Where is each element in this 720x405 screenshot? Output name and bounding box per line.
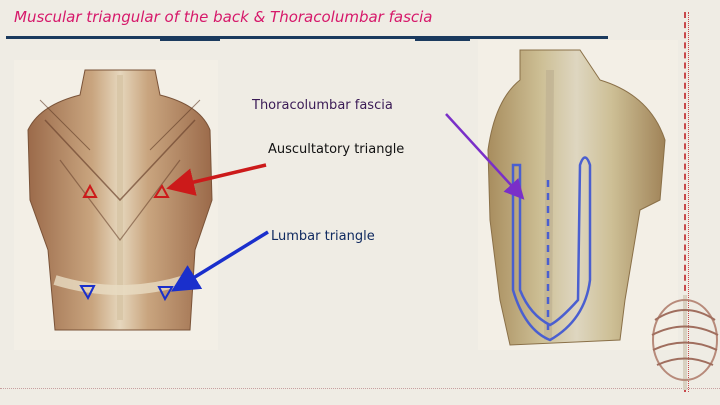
label-thoracolumbar-fascia: Thoracolumbar fascia xyxy=(252,98,393,113)
ribcage-icon xyxy=(651,295,719,390)
back-muscles-illustration xyxy=(14,60,218,350)
slide-title: Muscular triangular of the back & Thorac… xyxy=(14,8,433,26)
deep-back-illustration xyxy=(478,40,678,350)
fascia-arrow xyxy=(445,113,525,200)
label-auscultatory-triangle: Auscultatory triangle xyxy=(268,142,405,157)
label-lumbar-triangle: Lumbar triangle xyxy=(271,229,375,244)
lumbar-arrow xyxy=(171,230,269,292)
auscultatory-arrow xyxy=(166,163,267,196)
decorative-vertical-line xyxy=(688,12,689,392)
title-underline-accent xyxy=(160,39,220,41)
title-underline-accent xyxy=(415,39,470,41)
decorative-vertical-line xyxy=(684,12,686,392)
decorative-horizontal-line xyxy=(0,388,720,389)
title-underline xyxy=(6,36,608,39)
